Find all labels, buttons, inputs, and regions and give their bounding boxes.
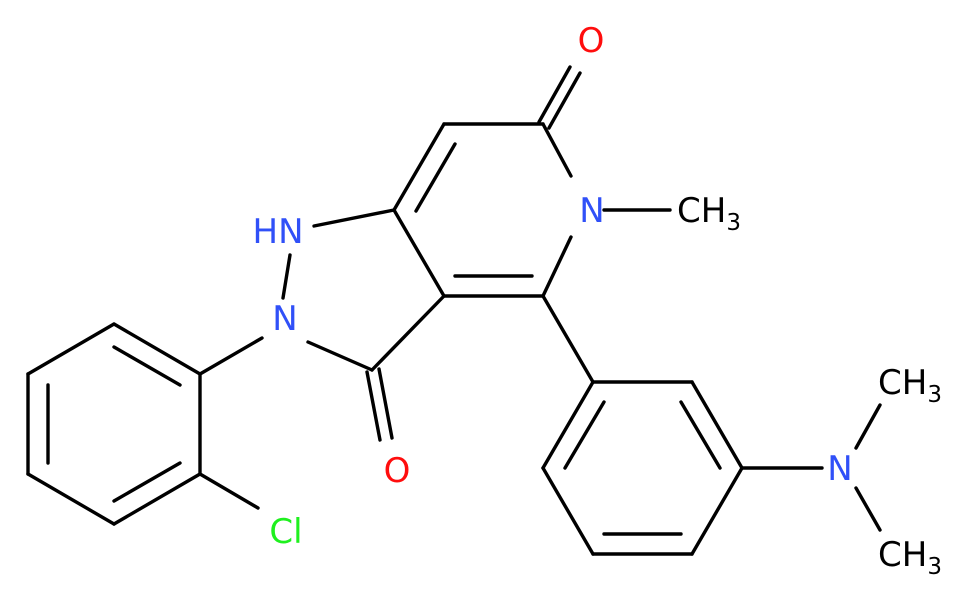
bond-ph2-e	[541, 466, 595, 556]
bond-namine-ch3-bottom	[854, 486, 882, 532]
bond-c6-n5	[541, 122, 573, 178]
bonds	[26, 65, 882, 556]
bond-c3-o-double	[377, 367, 394, 440]
bond-ph2-b	[690, 380, 744, 470]
bond-ph2-f	[541, 380, 595, 470]
atom-labels: O O HN N N N Cl CH3 CH3 CH3	[253, 21, 942, 580]
bond-ph1-cl	[198, 472, 260, 510]
bond-c7-c7a	[392, 122, 446, 212]
bond-namine-ch3-top	[854, 403, 882, 450]
bond-ph1-a-inner	[112, 345, 182, 387]
atom-cl: Cl	[269, 512, 302, 552]
bond-n5-c4	[541, 235, 573, 298]
bond-ph1-e	[112, 472, 202, 526]
ch3-bottom-sub: 3	[927, 554, 942, 580]
bond-n2-aryl	[198, 336, 264, 376]
bond-c3-o	[365, 370, 382, 442]
atom-o-top: O	[578, 21, 605, 61]
atom-ch3-bottom: CH3	[878, 535, 942, 580]
ch3-top-sub: 3	[927, 382, 942, 408]
ch3-top-main: CH	[878, 363, 927, 403]
bond-ph2-c	[690, 466, 744, 556]
ch3-n5-sub: 3	[726, 210, 741, 236]
bond-ph2-b-inner	[679, 400, 722, 470]
bond-ph2-f-inner	[563, 400, 606, 470]
atom-n2: N	[272, 299, 297, 339]
atom-n5: N	[579, 191, 604, 231]
bond-ph1-e-inner	[112, 461, 182, 503]
bond-n2-c3	[306, 340, 374, 372]
atom-ch3-n5: CH3	[677, 191, 741, 236]
ch3-n5-main: CH	[677, 191, 726, 231]
bond-c7a-nh	[312, 208, 396, 228]
bond-c3a-c7a	[392, 208, 446, 298]
bond-c7-c7a-inner	[414, 142, 457, 213]
atom-nh: HN	[253, 212, 304, 252]
atom-o-bottom: O	[384, 451, 411, 491]
ch3-bottom-main: CH	[878, 535, 927, 575]
bond-ph1-d	[26, 472, 116, 526]
bond-c3-c3a	[370, 294, 446, 372]
bond-ph1-a	[112, 322, 202, 376]
bond-c6-o	[537, 65, 572, 124]
bond-ph1-b	[26, 322, 116, 376]
atom-n-amine: N	[827, 449, 852, 489]
bond-c6-o-double	[547, 71, 582, 130]
atom-ch3-top: CH3	[878, 363, 942, 408]
bond-nh-n2	[281, 253, 292, 300]
bond-c4-aryl	[541, 294, 595, 384]
